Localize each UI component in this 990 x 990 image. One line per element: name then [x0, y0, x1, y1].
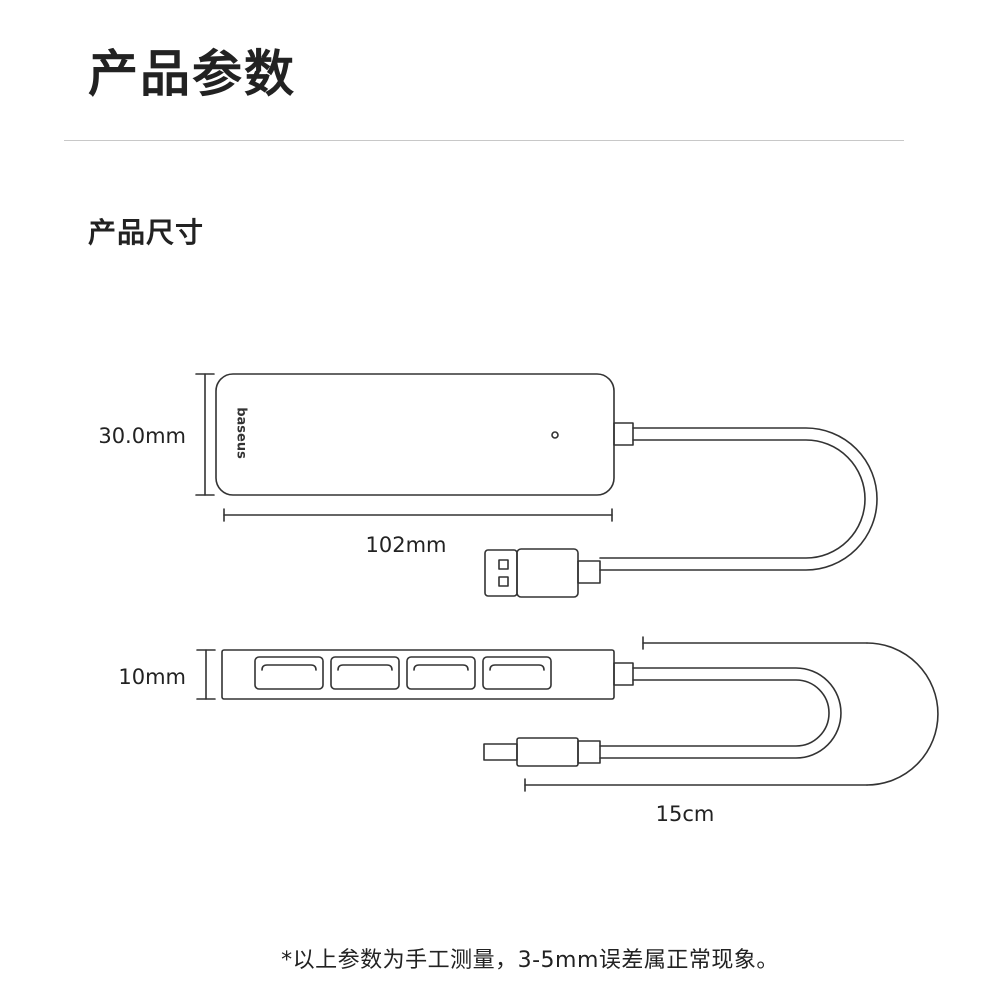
top-view [195, 373, 878, 598]
measurement-footnote: *以上参数为手工测量，3-5mm误差属正常现象。 [281, 948, 779, 973]
page-title: 产品参数 [88, 45, 296, 103]
usb-plug-tip [484, 549, 518, 597]
length-label: 102mm [366, 533, 447, 557]
length-dimension-line [223, 508, 613, 522]
cable-connector-top [613, 422, 634, 446]
cable-side [599, 667, 842, 759]
section-title: 产品尺寸 [88, 216, 205, 249]
usb-plug-tip-side [483, 743, 518, 761]
side-view [196, 636, 939, 792]
usb-plug-sleeve-side [577, 740, 601, 764]
usb-port-4 [482, 656, 552, 690]
height-label: 30.0mm [98, 424, 186, 448]
cable-top [599, 427, 878, 571]
title-divider [64, 140, 904, 141]
thickness-dimension-line [196, 649, 216, 700]
cable-length-dimension-line [524, 636, 939, 792]
usb-plug-head-side [516, 737, 579, 767]
usb-port-1 [254, 656, 324, 690]
thickness-label: 10mm [118, 665, 186, 689]
usb-port-2 [330, 656, 400, 690]
hub-body-top [215, 373, 615, 496]
usb-port-3 [406, 656, 476, 690]
usb-ports [254, 656, 552, 690]
height-dimension-line [195, 373, 215, 496]
cable-connector-side [613, 662, 634, 686]
cable-length-label: 15cm [656, 802, 715, 826]
usb-plug-sleeve [577, 560, 601, 584]
usb-plug-head [516, 548, 579, 598]
led-indicator [551, 431, 559, 439]
brand-logo: baseus [234, 407, 249, 459]
